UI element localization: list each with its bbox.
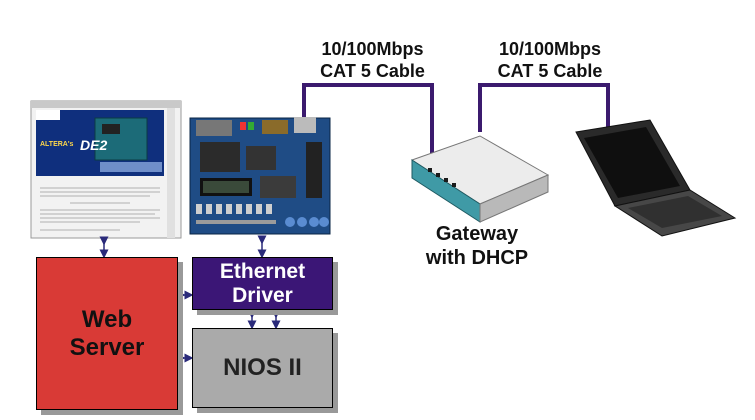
svg-text:ALTERA's: ALTERA's	[40, 141, 74, 148]
ethernet-driver-block: Ethernet Driver	[192, 257, 333, 310]
gateway-label-line1: Gateway	[435, 223, 519, 245]
nios-label: NIOS II	[223, 354, 302, 381]
webpage-screenshot: ALTERA's DE2	[30, 100, 182, 239]
ethernet-driver-label-line1: Ethernet	[219, 259, 306, 283]
cable-board-to-gateway	[302, 83, 434, 162]
web-server-label-line2: Server	[69, 333, 145, 361]
web-server-block: Web Server	[36, 257, 178, 410]
cable-left-label-line2: CAT 5 Cable	[320, 61, 425, 81]
nios-block: NIOS II	[192, 328, 333, 408]
gateway-label-line2: with DHCP	[425, 247, 529, 269]
de2-board	[189, 117, 331, 235]
cable-right-label-line2: CAT 5 Cable	[497, 61, 603, 81]
laptop	[575, 119, 737, 237]
svg-text:DE2: DE2	[80, 137, 107, 153]
cable-gateway-to-laptop	[478, 83, 610, 138]
cable-right-label: 10/100Mbps CAT 5 Cable	[480, 38, 620, 82]
gateway-label: Gateway with DHCP	[404, 222, 550, 270]
gateway-router	[410, 135, 550, 223]
web-server-label-line1: Web	[81, 305, 133, 333]
cable-left-label: 10/100Mbps CAT 5 Cable	[305, 38, 440, 82]
ethernet-driver-label-line2: Driver	[232, 283, 293, 307]
cable-left-label-line1: 10/100Mbps	[321, 39, 424, 59]
cable-right-label-line1: 10/100Mbps	[498, 39, 602, 59]
